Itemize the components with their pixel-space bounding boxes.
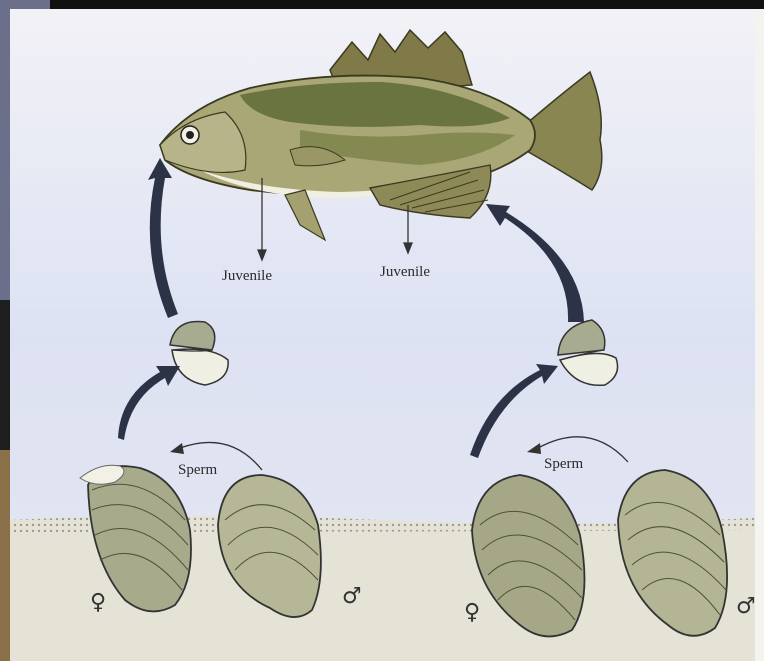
female-symbol-right: ♀ (464, 600, 480, 625)
male-symbol-right: ♂ (736, 594, 756, 619)
sperm-label-right: Sperm (544, 456, 583, 473)
female-symbol-left: ♀ (90, 590, 106, 615)
sperm-label-left: Sperm (178, 462, 217, 479)
male-symbol-left: ♂ (342, 584, 362, 609)
top-border (50, 0, 764, 9)
juvenile-label-right: Juvenile (380, 264, 430, 281)
juvenile-label-left: Juvenile (222, 268, 272, 285)
